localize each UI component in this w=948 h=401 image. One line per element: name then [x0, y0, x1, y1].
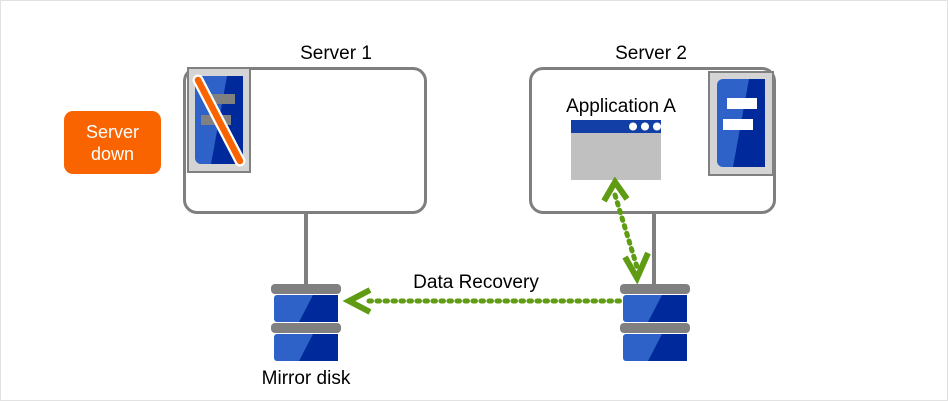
status-badge-line2: down [90, 143, 135, 164]
server2-disk-connector [652, 214, 656, 286]
server1-title: Server 1 [300, 43, 372, 64]
status-badge-line1: Server [85, 121, 139, 142]
server1-disk-connector [304, 214, 308, 286]
application-window-icon [571, 120, 661, 180]
application-a-label: Application A [566, 96, 676, 117]
status-badge: Server down [64, 111, 161, 174]
server1-icon-panel [187, 67, 251, 173]
server2-title: Server 2 [615, 43, 687, 64]
mirror-disk-icon[interactable] [269, 284, 343, 364]
server2-icon-panel [708, 71, 774, 176]
mirror-disk-caption: Mirror disk [261, 368, 351, 389]
app-disk-io-arrow [601, 177, 651, 285]
server-icon-active [717, 79, 765, 167]
server-icon-disabled [192, 74, 246, 167]
data-recovery-arrow [342, 287, 626, 315]
right-disk-icon[interactable] [618, 284, 692, 364]
data-recovery-label: Data Recovery [413, 272, 539, 293]
